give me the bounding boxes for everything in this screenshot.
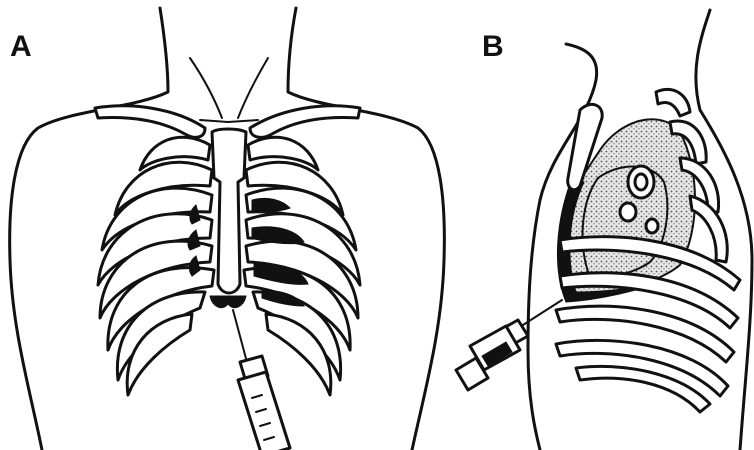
neck-lines <box>190 58 268 122</box>
left-clavicle <box>95 106 205 138</box>
panel-label-b: B <box>482 32 504 62</box>
syringe-b <box>456 300 562 390</box>
panel-b-drawing <box>456 10 752 450</box>
panel-a-drawing <box>10 8 445 450</box>
right-clavicle <box>250 106 360 138</box>
sternum <box>212 129 246 293</box>
panel-label-a: A <box>10 32 32 62</box>
